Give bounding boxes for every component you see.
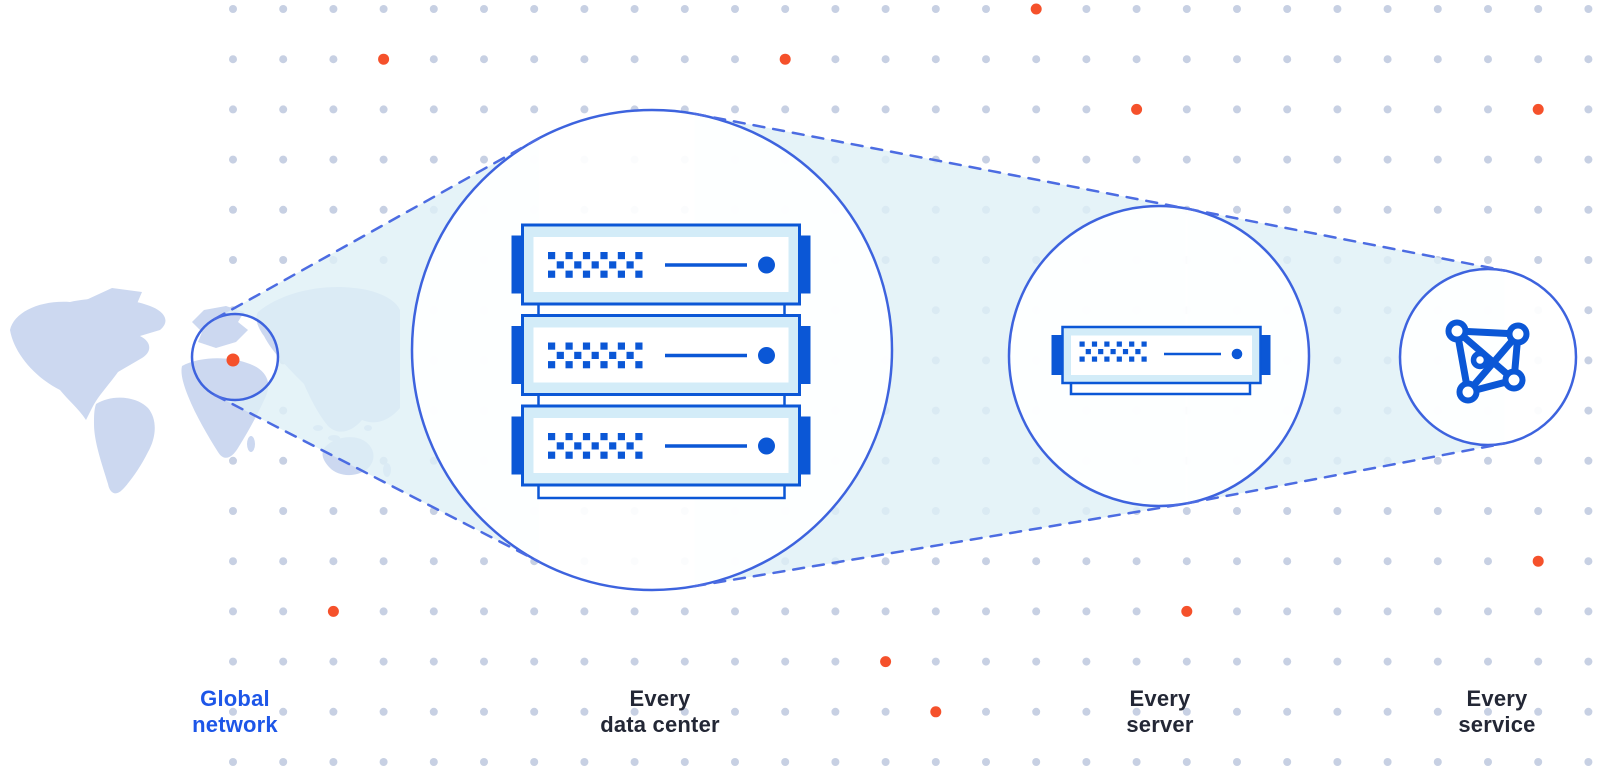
- map-marker-dot-icon: [226, 353, 240, 367]
- server-dither-pattern: [548, 433, 643, 459]
- map-north-america: [10, 298, 166, 420]
- dashed-zoom-lines: [213, 112, 1506, 588]
- map-europe: [192, 306, 248, 348]
- label-every-service: Every service: [1458, 686, 1536, 737]
- server-rack-icon: [511, 223, 811, 500]
- server-dither-pattern: [1079, 341, 1147, 362]
- server-icon: [1051, 325, 1271, 396]
- label-every-server: Every server: [1126, 686, 1194, 737]
- server-dither-pattern: [548, 342, 643, 369]
- map-africa: [181, 358, 269, 458]
- label-global-network: Global network: [192, 686, 278, 737]
- server-led-icon: [758, 256, 775, 455]
- magnifier-focus-circle-icon: [190, 312, 280, 402]
- label-every-data-center: Every data center: [600, 686, 720, 737]
- map-south-america: [94, 397, 155, 494]
- map-madagascar: [247, 436, 255, 452]
- server-led-icon: [1231, 348, 1243, 360]
- network-graph-icon: [1445, 319, 1530, 404]
- server-dither-pattern: [548, 252, 643, 278]
